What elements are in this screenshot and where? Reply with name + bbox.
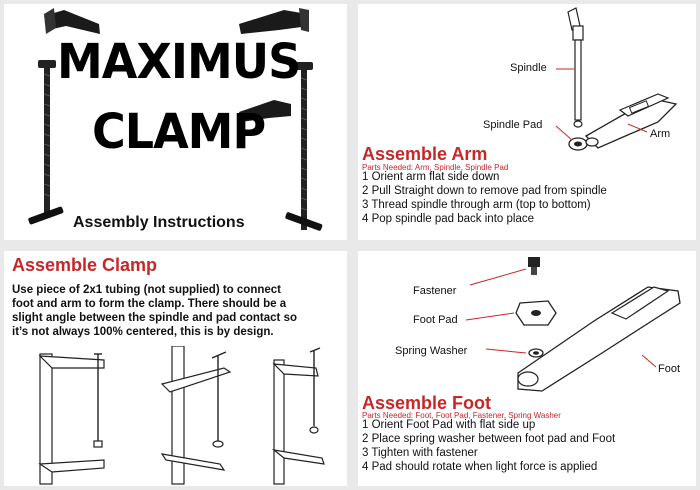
label-spindle: Spindle	[510, 62, 547, 74]
clamp-assembly-diagrams	[38, 346, 325, 485]
label-foot-pad: Foot Pad	[413, 314, 458, 326]
title-line-1: MAXIMUS	[57, 32, 301, 90]
assemble-arm-panel: Spindle Spindle Pad Arm Assemble Arm Par…	[358, 4, 696, 240]
label-spindle-pad: Spindle Pad	[483, 119, 543, 131]
foot-step-2: 2 Place spring washer between foot pad a…	[362, 433, 616, 445]
foot-parts-needed: Parts Needed: Foot, Foot Pad, Fastener, …	[362, 411, 561, 420]
label-fastener: Fastener	[413, 285, 457, 297]
foot-step-4: 4 Pad should rotate when light force is …	[362, 461, 598, 473]
label-foot: Foot	[658, 363, 681, 375]
clamp-photo-right	[239, 8, 323, 231]
clamp-line-4: it’s not always 100% centered, this is b…	[12, 326, 274, 338]
clamp-line-1: Use piece of 2x1 tubing (not supplied) t…	[12, 284, 281, 296]
arm-assembly-diagram	[555, 7, 678, 151]
arm-parts-needed: Parts Needed: Arm, Spindle, Spindle Pad	[362, 163, 509, 172]
title-line-2: CLAMP	[92, 102, 266, 160]
assemble-foot-panel: Fastener Foot Pad Spring Washer Foot Ass…	[358, 251, 696, 486]
arm-step-1: 1 Orient arm flat side down	[362, 171, 500, 183]
arm-step-2: 2 Pull Straight down to remove pad from …	[362, 185, 607, 197]
foot-assembly-diagram	[465, 257, 681, 392]
clamp-line-2: foot and arm to form the clamp. There sh…	[12, 298, 287, 310]
clamp-photo-left	[28, 8, 100, 225]
subtitle: Assembly Instructions	[73, 214, 245, 231]
assemble-arm-heading: Assemble Arm	[362, 144, 488, 164]
clamp-line-3: slight angle between the spindle and pad…	[12, 312, 297, 324]
assemble-clamp-panel: Assemble Clamp Use piece of 2x1 tubing (…	[4, 251, 347, 486]
assemble-clamp-heading: Assemble Clamp	[12, 255, 158, 275]
arm-step-4: 4 Pop spindle pad back into place	[362, 213, 534, 225]
title-panel: MAXIMUS CLAMP Assembly Instructions	[4, 4, 347, 240]
label-spring-washer: Spring Washer	[395, 345, 468, 357]
assemble-foot-heading: Assemble Foot	[362, 393, 492, 413]
foot-step-3: 3 Tighten with fastener	[362, 447, 478, 459]
label-arm: Arm	[650, 128, 671, 140]
arm-step-3: 3 Thread spindle through arm (top to bot…	[362, 199, 591, 211]
clamp-instructions: Use piece of 2x1 tubing (not supplied) t…	[12, 283, 297, 339]
foot-step-1: 1 Orient Foot Pad with flat side up	[362, 419, 536, 431]
